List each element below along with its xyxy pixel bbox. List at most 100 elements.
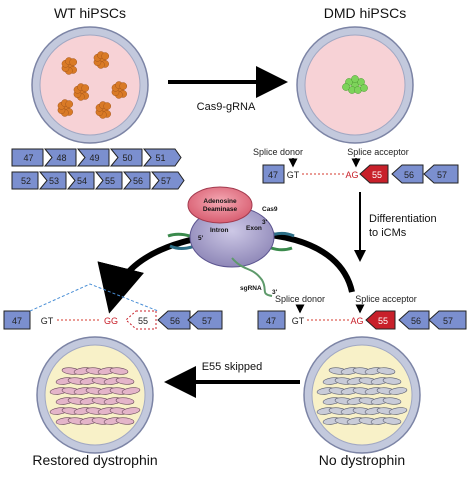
edited-exon-57: [187, 310, 223, 330]
wt-row1-exon-50-label: 50: [122, 153, 132, 163]
wt-row1-exon-48-label: 48: [56, 153, 66, 163]
dmd-exon-47-label: 47: [268, 170, 278, 180]
icm-exon-56-label: 56: [411, 316, 421, 326]
icm-exon-55-mutant: [365, 310, 396, 330]
dmd-exon-57: [423, 164, 459, 184]
wt-culture-dish: [31, 26, 149, 144]
base-editor-complex: Adenosine Deaminase Cas9 Intron Exon 3' …: [97, 186, 355, 314]
sgrna-three-prime-label: 3': [272, 289, 278, 296]
splice-donor-label: Splice donor: [253, 147, 303, 157]
wt-row1-exon-51: [142, 148, 182, 167]
edited-exon-56: [157, 310, 191, 330]
icm-splice-acceptor-label: Splice acceptor: [355, 294, 417, 304]
cas9-grna-label: Cas9-gRNA: [197, 101, 256, 113]
title-dmd-hipscs: DMD hiPSCs: [324, 5, 406, 21]
edited-gt-label: GT: [41, 316, 54, 326]
icm-exon-56: [398, 310, 430, 330]
dmd-fibre: [388, 407, 408, 415]
dmd-fibre: [388, 387, 408, 395]
restored-fibre: [115, 377, 135, 385]
exon-label: Exon: [246, 225, 262, 232]
wt-row2-exon-52-label: 52: [21, 176, 31, 186]
edited-exon-47-label: 47: [12, 316, 22, 326]
edited-exon-47: [3, 310, 31, 330]
differentiation-label: Differentiation: [369, 213, 437, 225]
deaminase-label-2: Deaminase: [203, 206, 238, 213]
cas9-label: Cas9: [262, 206, 278, 213]
edited-exon-structure: 47 GT GG 55 56 57: [3, 283, 223, 330]
wt-row2-exon-54: [66, 171, 95, 190]
dmd-exon-56-label: 56: [404, 170, 414, 180]
dmd-colony: [342, 75, 368, 94]
wt-row2-exon-53: [38, 171, 67, 190]
icm-gt-label: GT: [292, 316, 305, 326]
wt-colony-cell: [81, 84, 90, 92]
dmd-ag-label: AG: [345, 170, 358, 180]
sgrna-label: sgRNA: [240, 285, 262, 292]
dmd-fibre: [376, 367, 396, 375]
dmd-cardiomyocytes: [316, 367, 408, 425]
wt-row1-exon-47-label: 47: [23, 153, 33, 163]
wt-row1-exon-48: [43, 148, 77, 167]
three-prime-label: 3': [262, 219, 268, 226]
wt-row1-exon-47: [11, 148, 44, 167]
edited-exon-57-label: 57: [202, 316, 212, 326]
wt-row2-exon-55: [94, 171, 123, 190]
dmd-exon-structure: Splice donor Splice acceptor 47 GT AG 55…: [253, 147, 459, 184]
dmd-exon-57-label: 57: [437, 170, 447, 180]
wt-row2-exon-53-label: 53: [49, 176, 59, 186]
wt-row2-exon-56-label: 56: [133, 176, 143, 186]
icm-exon-57-label: 57: [443, 316, 453, 326]
wt-row2-exon-54-label: 54: [77, 176, 87, 186]
restored-dystrophin-dish: [36, 336, 154, 454]
wt-row1-exon-50: [109, 148, 143, 167]
splice-acceptor-label: Splice acceptor: [347, 147, 409, 157]
adenosine-deaminase: [187, 186, 253, 224]
wt-row2-exon-56: [122, 171, 151, 190]
skipped-exon-55: [125, 310, 157, 330]
icm-exon-55-label: 55: [378, 316, 388, 326]
dmd-fibre: [382, 377, 402, 385]
restored-fibre: [115, 397, 135, 405]
wt-row2-exon-57: [150, 171, 185, 190]
wt-colony-cell: [69, 58, 78, 66]
title-restored-dystrophin: Restored dystrophin: [32, 452, 157, 468]
icm-exon-47-label: 47: [266, 316, 276, 326]
icm-exon-structure: Splice donor Splice acceptor 47 GT AG 55…: [257, 294, 467, 330]
dmd-exon-56: [391, 164, 424, 184]
sgrna-strand: [231, 257, 273, 297]
wt-row2-exon-55-label: 55: [105, 176, 115, 186]
wt-colony-cell: [65, 100, 74, 108]
title-wt-hipscs: WT hiPSCs: [54, 5, 126, 21]
icm-exon-57: [428, 310, 467, 330]
dmd-exon-47: [262, 164, 285, 184]
dmd-fibre: [382, 397, 402, 405]
dmd-exon-55-label: 55: [372, 170, 382, 180]
icm-ag-label: AG: [350, 316, 363, 326]
restored-fibre: [121, 387, 141, 395]
restored-cardiomyocytes: [49, 367, 141, 425]
wt-row2-exon-57-label: 57: [161, 176, 171, 186]
restored-fibre: [115, 417, 135, 425]
five-prime-label: 5': [198, 235, 204, 242]
wt-colony-cell: [103, 102, 112, 110]
wt-exon-row-1: 47 48 49 50 51: [11, 148, 182, 167]
exon-skip-splice-line: [29, 283, 159, 312]
restored-fibre: [121, 407, 141, 415]
edited-exon-56-label: 56: [170, 316, 180, 326]
wt-row1-exon-49: [76, 148, 110, 167]
wt-row1-exon-51-label: 51: [155, 153, 165, 163]
icm-exon-47: [257, 310, 286, 330]
restored-fibre: [109, 367, 129, 375]
dmd-exon-55-mutant: [359, 164, 389, 184]
wt-row2-exon-52: [11, 171, 39, 190]
wt-colonies: [57, 51, 128, 119]
dmd-culture-dish: [296, 26, 414, 144]
title-no-dystrophin: No dystrophin: [319, 452, 405, 468]
wt-row1-exon-49-label: 49: [89, 153, 99, 163]
dmd-colony-cell: [351, 75, 359, 83]
no-dystrophin-dish: [303, 336, 421, 454]
deaminase-label-1: Adenosine: [203, 198, 237, 205]
